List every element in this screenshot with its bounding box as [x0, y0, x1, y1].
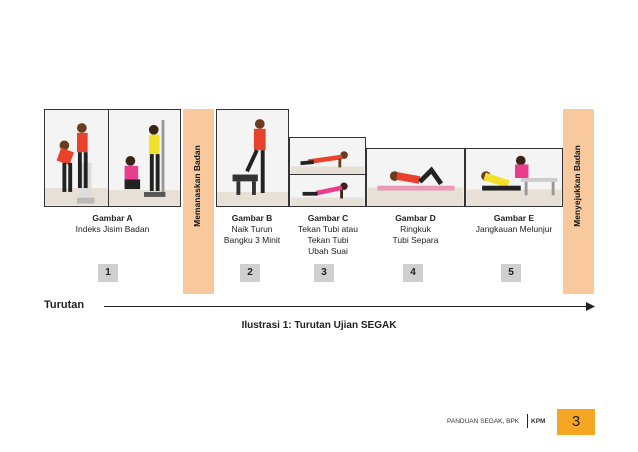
photo-step-up [216, 109, 289, 207]
photo-bmi-height [108, 109, 181, 207]
caption-c-line: Ubah Suai [308, 246, 348, 256]
caption-d-title: Gambar D [395, 213, 436, 223]
person-weighing-icon [45, 110, 108, 206]
cooldown-bar [563, 109, 594, 294]
person-modified-push-up-icon [291, 175, 364, 206]
person-sit-and-reach-icon [466, 149, 562, 206]
caption-c-line: Tekan Tubi atau [297, 224, 358, 234]
step-badge: 3 [314, 264, 334, 282]
photo-modified-push-up [289, 174, 366, 207]
step-badge: 1 [98, 264, 118, 282]
photo-sit-and-reach [465, 148, 563, 207]
caption-e: Gambar E Jangkauan Melunjur [460, 213, 568, 235]
step-badge: 4 [403, 264, 423, 282]
arrow-head-icon [586, 302, 595, 311]
caption-b: Gambar B Naik Turun Bangku 3 Minit [213, 213, 291, 246]
cooldown-label: Menyejukkan Badan [572, 145, 582, 227]
caption-b-line: Bangku 3 Minit [223, 235, 281, 245]
photo-sit-up [366, 148, 465, 207]
photo-bmi-weighing [44, 109, 109, 207]
caption-d-line: Ringkuk [400, 224, 431, 234]
warmup-label: Memanaskan Badan [192, 145, 202, 227]
caption-a-line: Indeks Jisim Badan [75, 224, 150, 234]
caption-d: Gambar D Ringkuk Tubi Separa [366, 213, 465, 246]
person-push-up-icon [291, 138, 364, 174]
page-number: 3 [557, 409, 595, 435]
photo-push-up [289, 137, 366, 175]
caption-b-line: Naik Turun [231, 224, 273, 234]
footer-text: PANDUAN SEGAK, BPK [447, 418, 520, 425]
sequence-arrow-line [104, 306, 590, 307]
caption-a: Gambar A Indeks Jisim Badan [44, 213, 181, 235]
figure-caption: Ilustrasi 1: Turutan Ujian SEGAK [241, 320, 397, 331]
caption-c-title: Gambar C [307, 213, 349, 223]
caption-c: Gambar C Tekan Tubi atau Tekan Tubi Ubah… [288, 213, 368, 257]
caption-c-line: Tekan Tubi [307, 235, 349, 245]
sequence-label: Turutan [44, 299, 85, 311]
caption-a-title: Gambar A [92, 213, 133, 223]
person-step-up-icon [217, 110, 288, 206]
caption-b-title: Gambar B [231, 213, 273, 223]
caption-e-title: Gambar E [493, 213, 535, 223]
footer-brand: KPM [531, 418, 546, 425]
step-badge: 5 [501, 264, 521, 282]
step-badge: 2 [240, 264, 260, 282]
person-height-measure-icon [109, 110, 180, 206]
footer-divider [527, 414, 528, 428]
caption-e-line: Jangkauan Melunjur [475, 224, 553, 234]
caption-d-line: Tubi Separa [392, 235, 439, 245]
person-sit-up-icon [367, 149, 464, 206]
warmup-bar [183, 109, 214, 294]
